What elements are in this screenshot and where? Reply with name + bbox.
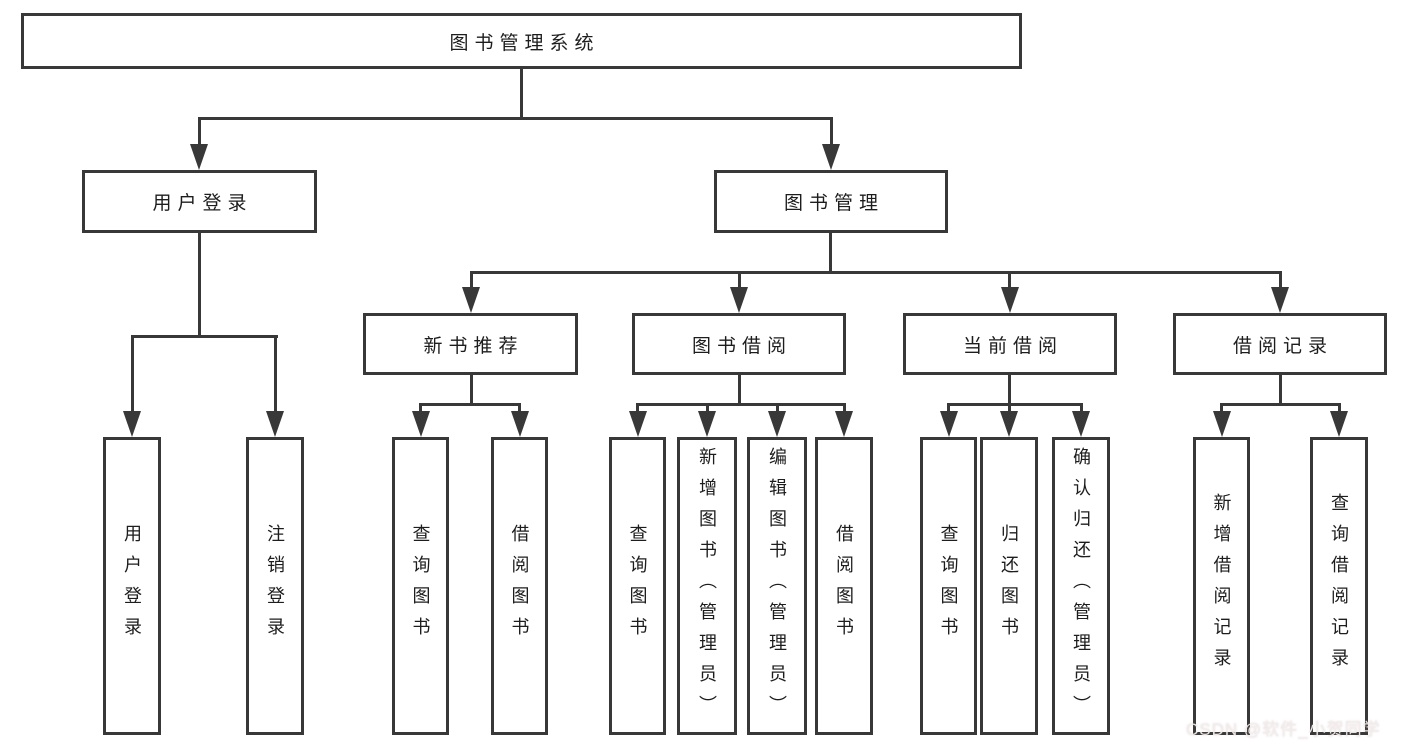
connector-level2-stub-3	[1008, 271, 1011, 289]
connector-section-hline	[419, 403, 521, 406]
arrow-down-icon	[412, 411, 430, 437]
leaf-newbook-query-books: 查询图书	[392, 437, 449, 735]
node-borrowing-records: 借阅记录	[1173, 313, 1387, 375]
arrow-down-icon	[1001, 287, 1019, 313]
leaf-label: 注销登录	[265, 524, 285, 648]
leaf-current-return-book: 归还图书	[980, 437, 1038, 735]
leaf-label: 归还图书	[999, 524, 1019, 648]
arrow-down-icon	[940, 411, 958, 437]
arrow-down-icon	[462, 287, 480, 313]
connector-book-management-stem	[829, 231, 832, 273]
arrow-down-icon	[698, 411, 716, 437]
connector-leaf-stub	[947, 403, 950, 413]
node-new-book-recommendation: 新书推荐	[363, 313, 578, 375]
node-label: 借阅记录	[1232, 335, 1333, 357]
connector-root-stem	[520, 67, 523, 119]
connector-section-hline	[1220, 403, 1341, 406]
node-label: 新书推荐	[423, 335, 524, 357]
arrow-down-icon	[822, 144, 840, 170]
connector-level1-stub-left	[198, 117, 201, 146]
connector-section-hline	[636, 403, 846, 406]
node-label: 图书管理系统	[449, 32, 600, 54]
node-current-borrowing: 当前借阅	[903, 313, 1117, 375]
leaf-borrow-query-books: 查询图书	[609, 437, 666, 735]
watermark: CSDN @软件_小贺同学	[1186, 720, 1381, 739]
arrow-down-icon	[190, 144, 208, 170]
connector-level2-stub-4	[1279, 271, 1282, 289]
connector-level2-hline	[470, 271, 1282, 274]
node-user-login: 用户登录	[82, 170, 317, 233]
leaf-borrow-borrow-books: 借阅图书	[815, 437, 873, 735]
node-book-borrowing: 图书借阅	[632, 313, 846, 375]
arrow-down-icon	[1271, 287, 1289, 313]
leaf-user-login: 用户登录	[103, 437, 161, 735]
connector-leaf-stub	[636, 403, 639, 413]
node-book-management: 图书管理	[714, 170, 948, 233]
leaf-current-confirm-return-admin: 确认归还（管理员）	[1052, 437, 1110, 735]
leaf-label: 借阅图书	[509, 524, 530, 648]
leaf-label: 查询借阅记录	[1329, 493, 1349, 679]
connector-section-stem	[738, 373, 741, 406]
leaf-label: 借阅图书	[834, 524, 854, 648]
connector-section-stem	[1279, 373, 1282, 406]
connector-leaf-stub	[419, 403, 422, 413]
leaf-label: 查询图书	[627, 524, 648, 648]
arrow-down-icon	[730, 287, 748, 313]
connector-section-hline	[947, 403, 1083, 406]
connector-level1-stub-right	[830, 117, 833, 146]
leaf-logout: 注销登录	[246, 437, 304, 735]
leaf-label: 查询图书	[938, 524, 959, 648]
connector-leaf-stub	[1080, 403, 1083, 413]
leaf-record-query-borrow-record: 查询借阅记录	[1310, 437, 1368, 735]
connector-leaf-stub	[843, 403, 846, 413]
arrow-down-icon	[768, 411, 786, 437]
arrow-down-icon	[1000, 411, 1018, 437]
leaf-current-query-books: 查询图书	[920, 437, 977, 735]
arrow-down-icon	[123, 411, 141, 437]
connector-leaf-stub	[776, 403, 779, 413]
connector-user-login-stub-2	[274, 335, 277, 413]
connector-level1-hline	[198, 117, 833, 120]
node-library-management-system: 图书管理系统	[21, 13, 1022, 69]
leaf-label: 确认归还（管理员）	[1071, 446, 1091, 726]
connector-user-login-hline	[131, 335, 278, 338]
leaf-label: 新增图书（管理员）	[697, 446, 717, 726]
connector-user-login-stem	[198, 231, 201, 337]
leaf-label: 用户登录	[122, 524, 142, 648]
connector-leaf-stub	[1338, 403, 1341, 413]
connector-leaf-stub	[1008, 403, 1011, 413]
arrow-down-icon	[1072, 411, 1090, 437]
connector-leaf-stub	[1220, 403, 1223, 413]
leaf-newbook-borrow-books: 借阅图书	[491, 437, 548, 735]
connector-leaf-stub	[518, 403, 521, 413]
connector-user-login-stub-1	[131, 335, 134, 413]
node-label: 用户登录	[152, 193, 253, 214]
leaf-label: 新增借阅记录	[1211, 493, 1232, 679]
arrow-down-icon	[1330, 411, 1348, 437]
connector-section-stem	[1008, 373, 1011, 406]
arrow-down-icon	[629, 411, 647, 437]
connector-leaf-stub	[706, 403, 709, 413]
leaf-label: 编辑图书（管理员）	[767, 446, 787, 726]
arrow-down-icon	[1213, 411, 1231, 437]
node-label: 当前借阅	[962, 335, 1063, 357]
leaf-record-add-borrow-record: 新增借阅记录	[1193, 437, 1250, 735]
arrow-down-icon	[266, 411, 284, 437]
leaf-borrow-edit-book-admin: 编辑图书（管理员）	[747, 437, 807, 735]
leaf-label: 查询图书	[410, 524, 431, 648]
node-label: 图书借阅	[691, 335, 792, 357]
arrow-down-icon	[511, 411, 529, 437]
connector-level2-stub-2	[738, 271, 741, 289]
leaf-borrow-add-book-admin: 新增图书（管理员）	[677, 437, 737, 735]
connector-level2-stub-1	[470, 271, 473, 289]
node-label: 图书管理	[783, 193, 884, 214]
arrow-down-icon	[835, 411, 853, 437]
connector-section-stem	[470, 373, 473, 406]
